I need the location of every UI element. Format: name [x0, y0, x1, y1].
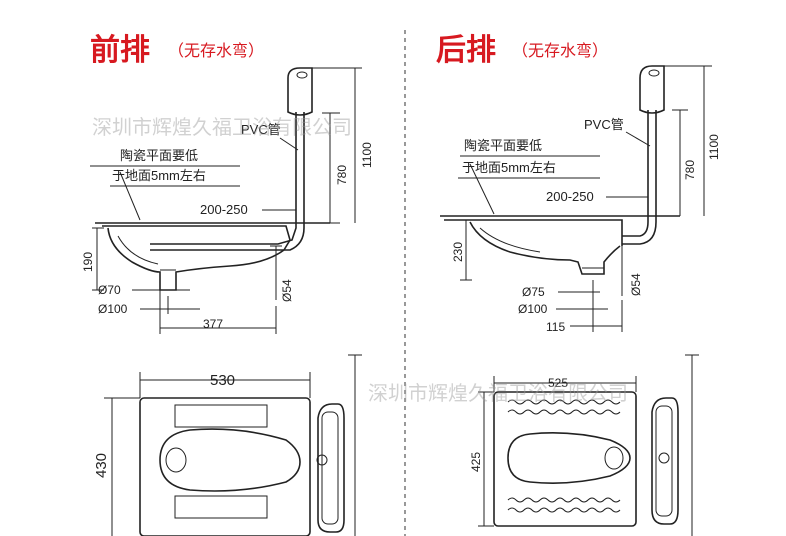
- left-subtitle: （无存水弯）: [168, 41, 264, 60]
- right-title: 后排: [436, 33, 496, 68]
- right-pvc-label: PVC管: [584, 117, 624, 132]
- right-pan-section: [444, 219, 623, 275]
- left-top-view: [139, 397, 345, 536]
- right-dim-54: Ø54: [629, 273, 643, 296]
- right-cistern: [639, 65, 665, 114]
- right-dim-200-250: 200-250: [546, 189, 594, 204]
- right-dim-75: Ø75: [522, 285, 545, 299]
- left-note-1: 陶瓷平面要低: [120, 148, 198, 163]
- left-dim-430: 430: [93, 453, 110, 478]
- watermark-top: 深圳市辉煌久福卫浴有限公司: [92, 115, 352, 139]
- left-dim-100: Ø100: [98, 302, 128, 316]
- right-pvc-pipe: [622, 110, 657, 245]
- right-dim-100: Ø100: [518, 302, 548, 316]
- left-cistern: [287, 67, 313, 116]
- right-dim-1100: 1100: [707, 134, 721, 160]
- right-dim-780: 780: [683, 160, 697, 180]
- left-pvc-label: PVC管: [241, 122, 281, 137]
- left-pan-section: [102, 225, 291, 291]
- left-title: 前排: [90, 33, 150, 68]
- left-dim-190: 190: [81, 252, 95, 272]
- watermark-bottom: 深圳市辉煌久福卫浴有限公司: [368, 381, 628, 405]
- left-dim-530: 530: [210, 372, 235, 389]
- left-dim-1100: 1100: [360, 142, 374, 168]
- right-note-2: 于地面5mm左右: [462, 160, 556, 175]
- left-dim-780: 780: [335, 165, 349, 185]
- left-note-2: 于地面5mm左右: [112, 168, 206, 183]
- right-dim-525: 525: [548, 376, 568, 390]
- left-pvc-pipe: [150, 112, 305, 251]
- right-subtitle: （无存水弯）: [512, 41, 608, 60]
- left-dim-70: Ø70: [98, 283, 121, 297]
- right-top-view: [493, 391, 679, 527]
- left-dim-377: 377: [203, 317, 223, 331]
- right-note-1: 陶瓷平面要低: [464, 138, 542, 153]
- left-dim-200-250: 200-250: [200, 202, 248, 217]
- left-dim-54: Ø54: [280, 279, 294, 302]
- right-dim-115: 115: [546, 320, 565, 334]
- right-dim-425: 425: [469, 452, 483, 472]
- right-dim-230: 230: [451, 242, 465, 262]
